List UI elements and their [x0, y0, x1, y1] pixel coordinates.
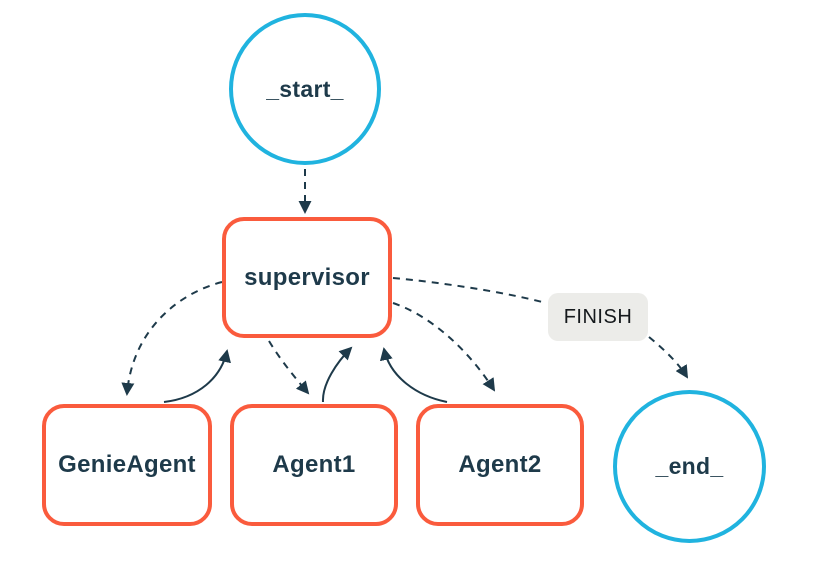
node-genieagent-label: GenieAgent	[58, 451, 196, 478]
edge-supervisor-to-agent2	[392, 302, 496, 392]
edge-label-finish: FINISH	[548, 293, 648, 341]
node-supervisor: supervisor	[222, 217, 392, 338]
edge-genieagent-to-supervisor	[163, 349, 231, 403]
node-start: _start_	[229, 13, 381, 165]
node-supervisor-label: supervisor	[244, 263, 370, 291]
edge-label-finish-text: FINISH	[563, 305, 633, 328]
node-agent1: Agent1	[230, 404, 398, 526]
edge-finish-label-to-end	[648, 336, 689, 379]
node-genieagent: GenieAgent	[42, 404, 212, 526]
edge-supervisor-to-genieagent	[121, 281, 223, 396]
node-start-label: _start_	[266, 75, 344, 102]
node-agent2: Agent2	[416, 404, 584, 526]
node-agent1-label: Agent1	[272, 451, 356, 478]
node-end: _end_	[613, 390, 766, 543]
edge-supervisor-to-finish-label	[392, 277, 547, 304]
edge-agent2-to-supervisor	[379, 347, 448, 403]
edge-supervisor-to-agent1	[268, 340, 310, 395]
node-agent2-label: Agent2	[458, 451, 542, 478]
edge-agent1-to-supervisor	[321, 346, 353, 403]
node-end-label: _end_	[655, 453, 724, 479]
